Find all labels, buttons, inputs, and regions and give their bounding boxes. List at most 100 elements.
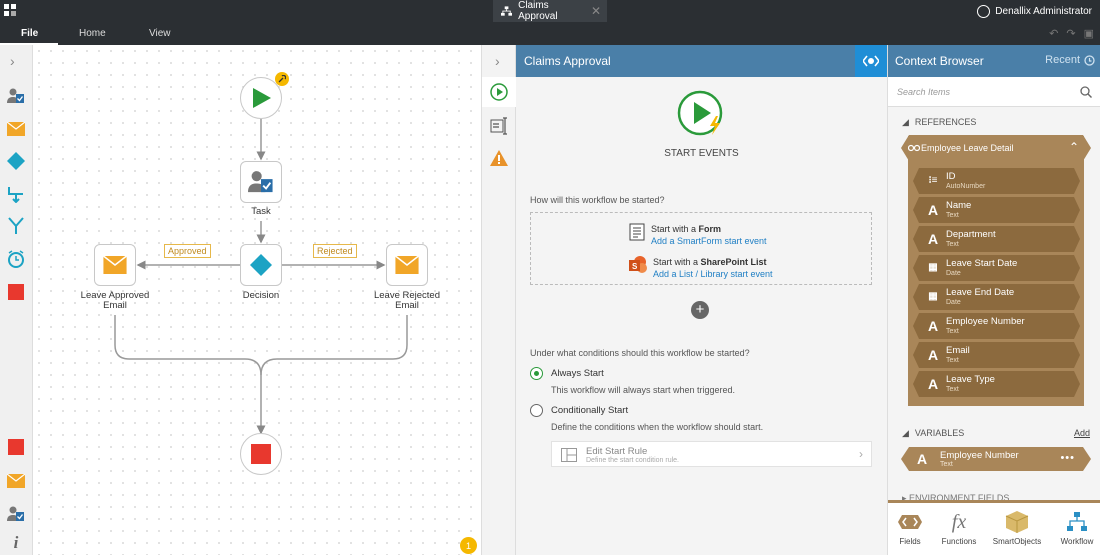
task-tool-icon[interactable] [5, 85, 27, 107]
menu-bar: File Home View ↶ ↷ ▣ [0, 22, 1100, 45]
expand-toolbox-icon[interactable]: › [10, 53, 15, 69]
tab-smartobjects[interactable]: SmartObjects [992, 507, 1042, 546]
split-tool-icon[interactable] [5, 215, 27, 237]
reference-item-type: Text [946, 212, 959, 219]
tab-smartobjects-label: SmartObjects [992, 537, 1042, 546]
references-header[interactable]: ◢ REFERENCES [902, 117, 976, 128]
collapse-triangle-icon: ▸ [902, 493, 910, 503]
redo-icon[interactable]: ↷ [1066, 28, 1076, 40]
task-icon [248, 171, 273, 193]
info-icon[interactable]: i [13, 533, 19, 552]
always-start-label[interactable]: Always Start [551, 368, 604, 379]
id-icon: ⁝≡ [928, 175, 938, 186]
chevron-up-icon[interactable]: ⌃ [1068, 140, 1079, 154]
task-tool-icon-2[interactable] [5, 503, 27, 525]
search-icon[interactable] [1080, 86, 1092, 98]
approved-branch-label[interactable]: Approved [164, 244, 211, 258]
conditionally-start-label[interactable]: Conditionally Start [551, 405, 629, 416]
search-input[interactable]: Search Items [888, 77, 1100, 107]
tab-workflow[interactable]: Workflow [1052, 507, 1100, 546]
expand-panel-button[interactable] [855, 45, 887, 77]
form-start-option: Start with a Form Add a SmartForm start … [629, 223, 767, 247]
tab-functions[interactable]: fx Functions [934, 507, 984, 547]
user-menu[interactable]: Denallix Administrator [977, 0, 1092, 22]
decision-icon [250, 254, 272, 276]
recent-button[interactable]: Recent [1045, 54, 1095, 66]
end-node[interactable] [240, 433, 282, 475]
variable-item[interactable]: A Employee Number Text ••• [901, 447, 1091, 471]
conditions-question: Under what conditions should this workfl… [530, 348, 750, 358]
environment-fields-header[interactable]: ▸ ENVIRONMENT FIELDS [902, 493, 1009, 504]
variables-header[interactable]: ◢ VARIABLES [902, 428, 964, 439]
expand-icon [863, 55, 879, 67]
document-tab[interactable]: Claims Approval ✕ [493, 0, 607, 22]
stop-tool-icon-2[interactable] [5, 436, 27, 458]
email-tool-icon-2[interactable] [5, 470, 27, 492]
tab-functions-label: Functions [941, 537, 977, 546]
rejected-branch-label[interactable]: Rejected [313, 244, 357, 258]
start-events-rail-icon[interactable] [489, 82, 509, 102]
history-controls: ↶ ↷ ▣ [1049, 27, 1094, 40]
leave-rejected-email-node[interactable] [386, 244, 428, 286]
edit-start-rule-button[interactable]: Edit Start Rule Define the start conditi… [551, 441, 872, 467]
workflow-canvas[interactable]: Task Decision Leave Approved Email Leave… [33, 45, 481, 555]
variable-name: Employee Number [940, 450, 1019, 461]
always-start-radio[interactable] [530, 367, 543, 380]
user-icon [977, 4, 991, 18]
task-node-label: Task [251, 206, 271, 217]
menu-file[interactable]: File [21, 28, 39, 39]
reference-item-name: Leave Type [946, 374, 995, 385]
menu-view[interactable]: View [149, 28, 171, 39]
text-icon: A [927, 202, 939, 218]
menu-home[interactable]: Home [79, 28, 106, 39]
email-tool-icon[interactable] [5, 118, 27, 140]
reference-item-name: ID [946, 171, 956, 182]
reference-group-header[interactable]: Employee Leave Detail ⌃ [901, 135, 1091, 161]
workflow-icon [501, 5, 513, 16]
email-icon [103, 256, 127, 274]
add-smartform-link[interactable]: Add a SmartForm start event [651, 236, 767, 246]
add-start-event-button[interactable]: + [691, 301, 709, 319]
tab-fields[interactable]: Fields [885, 507, 935, 546]
start-question: How will this workflow be started? [530, 195, 665, 205]
form-option-prefix: Start with a [651, 224, 699, 234]
text-icon: A [927, 347, 939, 363]
stop-tool-icon[interactable] [5, 281, 27, 303]
leave-approved-email-node[interactable] [94, 244, 136, 286]
start-node[interactable] [240, 77, 282, 119]
conditionally-start-radio[interactable] [530, 404, 543, 417]
edit-start-rule-desc: Define the start condition rule. [586, 457, 679, 464]
close-tab-icon[interactable]: ✕ [590, 4, 601, 18]
configure-wrench-icon[interactable] [275, 72, 289, 86]
more-options-icon[interactable]: ••• [1060, 452, 1075, 464]
add-list-library-link[interactable]: Add a List / Library start event [653, 269, 773, 279]
warning-rail-icon[interactable] [489, 148, 509, 168]
timer-tool-icon[interactable] [5, 248, 27, 270]
decision-tool-icon[interactable] [5, 150, 27, 172]
properties-rail-icon[interactable] [489, 116, 509, 136]
tab-fields-label: Fields [899, 537, 921, 546]
context-browser-header: Context Browser Recent [888, 45, 1100, 77]
notification-badge[interactable]: 1 [460, 537, 477, 554]
save-icon[interactable]: ▣ [1083, 28, 1094, 40]
workflow-tree-icon [1067, 512, 1087, 531]
collapse-triangle-icon: ◢ [902, 117, 909, 127]
collapse-panel-icon[interactable]: › [495, 53, 500, 69]
decision-node[interactable] [240, 244, 282, 286]
rule-icon [561, 448, 577, 462]
merge-tool-icon[interactable] [5, 183, 27, 205]
panel-body: START EVENTS How will this workflow be s… [516, 77, 887, 555]
app-launcher-icon[interactable] [4, 4, 16, 16]
undo-icon[interactable]: ↶ [1049, 28, 1059, 40]
title-bar: Claims Approval ✕ Denallix Administrator [0, 0, 1100, 22]
add-variable-link[interactable]: Add [1073, 428, 1090, 438]
task-node[interactable] [240, 161, 282, 203]
